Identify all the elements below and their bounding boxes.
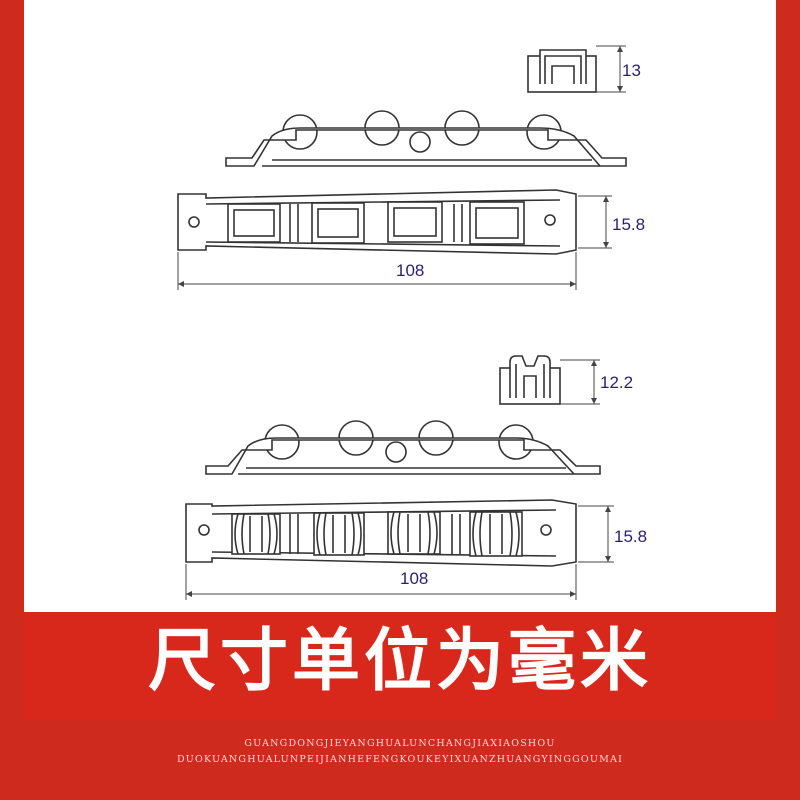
units-banner-text: 尺寸单位为毫米 — [147, 622, 652, 701]
footer-line-1: GUANGDONGJIEYANGHUALUNCHANGJIAXIAOSHOU — [244, 738, 556, 749]
bottom-cross-section: 12.2 — [499, 355, 633, 405]
technical-drawing: 13 — [177, 45, 647, 600]
units-banner: 尺寸单位为毫米 — [24, 612, 776, 720]
footer-line-2: DUOKUANGHUALUNPEIJIANHEFENGKOUKEYIXUANZH… — [176, 754, 624, 765]
bottom-plan-roller-2 — [313, 512, 365, 556]
bottom-side-body — [205, 437, 601, 475]
bottom-plan-hole-right — [540, 524, 552, 536]
top-section-roller — [539, 49, 587, 84]
top-side-dim: 15.8 — [612, 215, 645, 234]
top-side-hole — [409, 131, 431, 153]
bottom-side-view — [205, 420, 601, 475]
top-height-dim: 13 — [622, 61, 641, 80]
top-side-view — [225, 110, 627, 167]
bottom-length-dim: 108 — [400, 569, 428, 588]
bottom-plan-hole-left — [198, 524, 210, 536]
bottom-plan-roller-1 — [231, 513, 281, 555]
top-plan-roller-4 — [469, 201, 525, 245]
bottom-section-roller — [509, 355, 551, 398]
bottom-side-dim: 15.8 — [614, 527, 647, 546]
top-cross-section: 13 — [527, 45, 641, 93]
top-plan-hole-right — [544, 214, 556, 226]
bottom-plan-roller-4 — [469, 511, 523, 557]
bottom-plan-view: 15.8 108 — [185, 499, 647, 600]
top-plan-view: 15.8 108 — [177, 189, 645, 290]
bottom-side-hole — [385, 441, 407, 463]
top-plan-hole-left — [188, 216, 200, 228]
top-side-body — [225, 127, 627, 167]
top-length-dim: 108 — [396, 261, 424, 280]
bottom-height-dim: 12.2 — [600, 373, 633, 392]
bottom-plan-roller-3 — [387, 511, 441, 555]
